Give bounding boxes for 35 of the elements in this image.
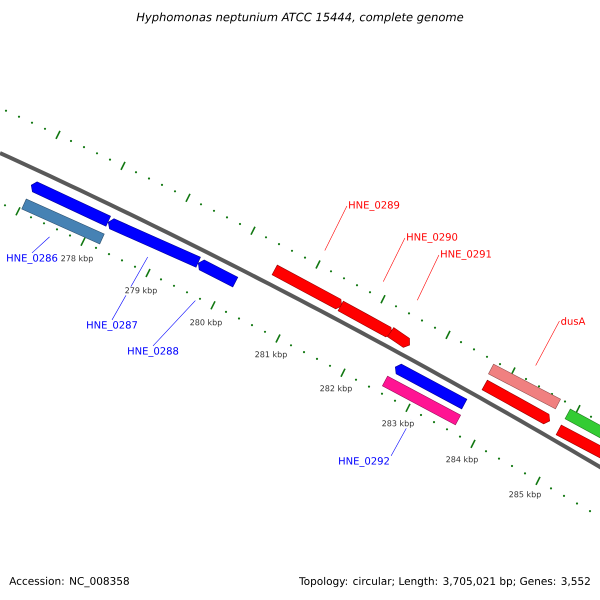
gene-label: HNE_0291 [441, 250, 491, 260]
scale-label: 281 kbp [254, 350, 288, 360]
scale-label: 284 kbp [445, 456, 479, 464]
gene-label: HNE_0289 [349, 201, 400, 211]
gene-label: HNE_0292 [339, 457, 389, 467]
gene-label: HNE_0288 [128, 347, 178, 357]
gene-block [394, 364, 468, 410]
scale-label: 283 kbp [381, 420, 415, 428]
gene-block [272, 264, 342, 310]
leader-line [32, 236, 50, 254]
gene-block [387, 327, 410, 348]
accession-text: Accession: NC_008358 [9, 576, 129, 588]
scale-label: 285 kbp [508, 490, 542, 500]
gene-block [338, 300, 392, 338]
scale-label: 280 kbp [189, 318, 223, 328]
gene-block [198, 260, 238, 288]
gene-block [21, 198, 105, 244]
leader-line [152, 300, 196, 346]
scale-label: 282 kbp [319, 384, 353, 394]
title: Hyphomonas neptunium ATCC 15444, complete genome [136, 12, 464, 24]
gene-label: dusA [561, 317, 586, 325]
gene-label: HNE_0287 [87, 321, 138, 331]
leader-line [382, 238, 406, 282]
gene-block [30, 182, 111, 227]
gene-block [108, 218, 201, 268]
scale-label: 279 kbp [124, 286, 158, 296]
gene-label: HNE_0290 [407, 233, 458, 243]
gene-block [482, 380, 550, 424]
scale-label: 278 kbp [60, 254, 94, 264]
genome-info-text: Topology: circular; Length: 3,705,021 bp; Genes: 3,552 [299, 576, 590, 588]
leader-line [324, 206, 348, 251]
gene-block [488, 364, 561, 410]
leader-line [535, 320, 560, 366]
gene-label: HNE_0286 [7, 254, 58, 264]
leader-line [417, 254, 440, 301]
